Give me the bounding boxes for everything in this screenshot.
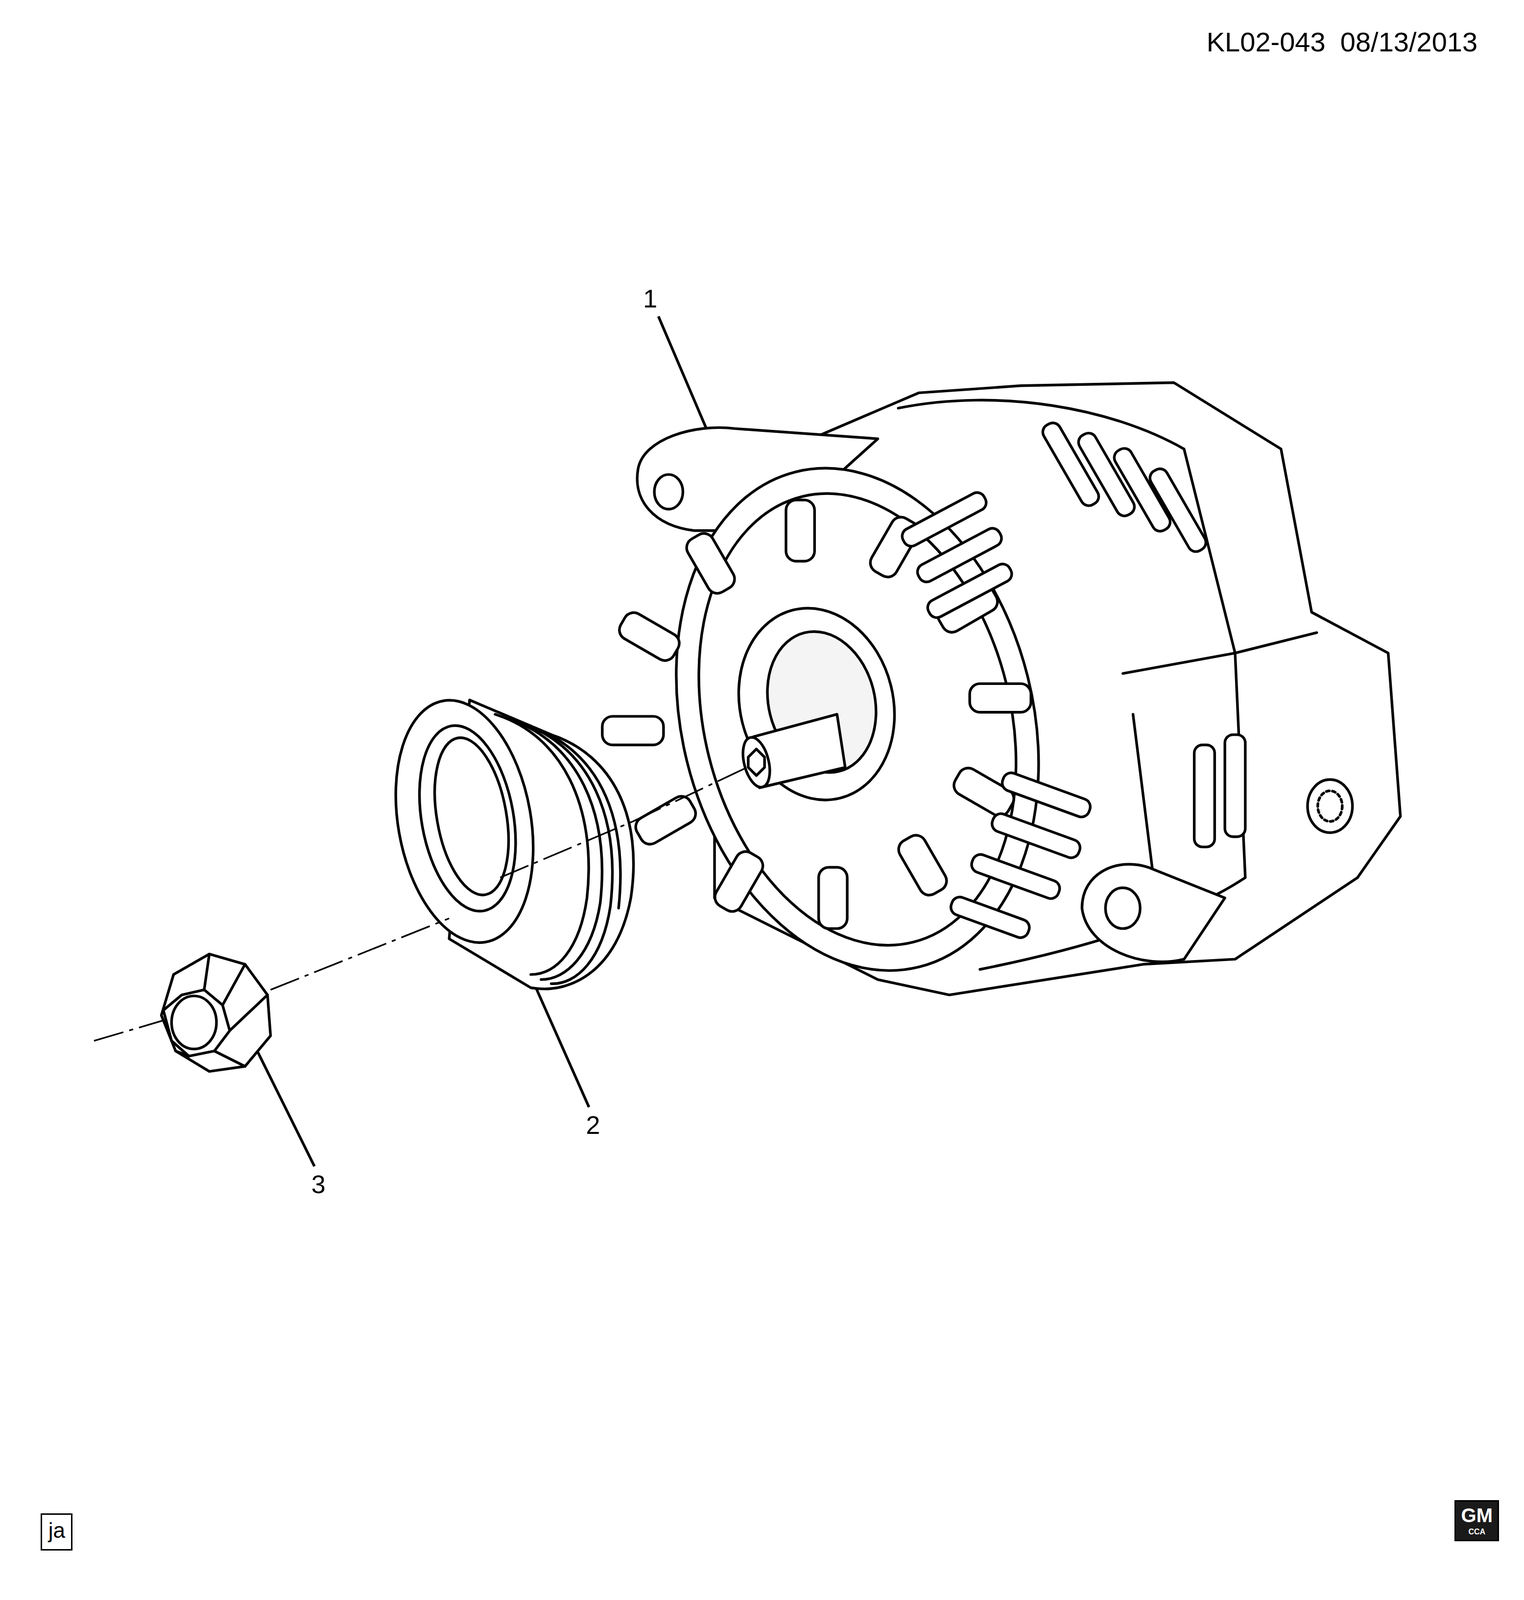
leader-line	[257, 1051, 315, 1167]
box-text: ja	[47, 1520, 67, 1542]
shaft-end	[738, 734, 775, 790]
callout-number: 3	[311, 1171, 326, 1198]
callout-number: 2	[585, 1112, 600, 1139]
front-face-inner	[653, 459, 1062, 980]
box-text: GM	[1459, 1505, 1494, 1526]
front-face	[625, 429, 1090, 1010]
drawing-date: 08/13/2013	[1340, 28, 1478, 56]
callout-number: 1	[642, 285, 658, 312]
page-code-box: ja	[40, 1513, 73, 1551]
mount-ear-hole	[654, 474, 683, 510]
bearing-hub	[718, 591, 915, 817]
pulley-face	[378, 689, 552, 954]
mount-ear-hole	[1105, 887, 1141, 929]
flange-nut	[161, 954, 271, 1072]
gm-logo: GM CCA	[1454, 1500, 1500, 1542]
center-line	[94, 767, 748, 1042]
leader-line	[658, 316, 707, 429]
vent-slots	[602, 500, 1031, 929]
drawing-number: KL02-043	[1206, 28, 1326, 56]
threaded-hole	[1307, 779, 1353, 833]
leader-line	[535, 987, 589, 1108]
box-text: CCA	[1459, 1528, 1494, 1537]
pulley-bore	[405, 717, 529, 919]
cooling-fins	[899, 420, 1245, 941]
shaft-hex	[748, 749, 765, 776]
mount-ear-lower	[1081, 864, 1225, 962]
